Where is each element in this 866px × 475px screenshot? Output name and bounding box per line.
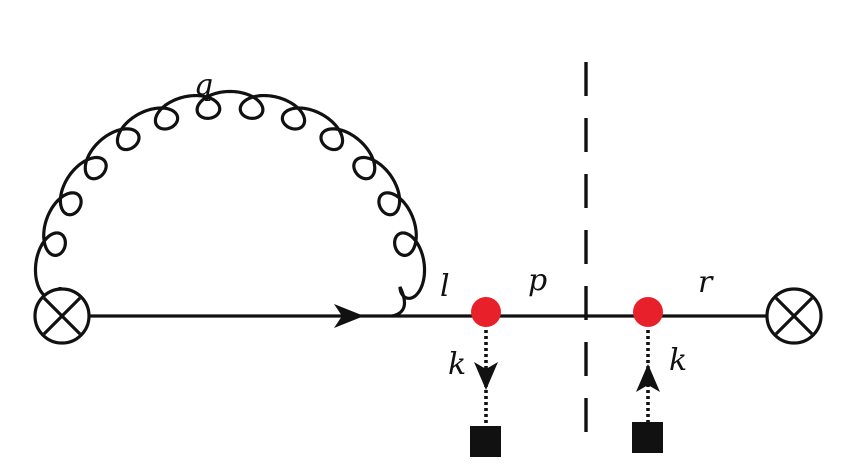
- right-momentum-arrow-icon: [636, 364, 660, 392]
- right-vertex: [633, 297, 663, 327]
- gluon-label: q: [194, 68, 213, 103]
- right-operator-icon: [765, 287, 823, 345]
- momentum-left-label: k: [448, 347, 466, 382]
- quark-p-label: p: [528, 263, 547, 298]
- gluon-line: [33, 89, 427, 318]
- quark-l-label: l: [440, 269, 450, 304]
- left-momentum-arrow-icon: [474, 362, 498, 390]
- quark-arrow-icon: [334, 304, 364, 328]
- momentum-right-label: k: [669, 343, 687, 378]
- right-source-icon: [632, 422, 663, 453]
- left-operator-icon: [33, 287, 91, 345]
- quark-r-label: r: [698, 265, 714, 300]
- left-vertex: [471, 297, 501, 327]
- left-source-icon: [470, 426, 501, 457]
